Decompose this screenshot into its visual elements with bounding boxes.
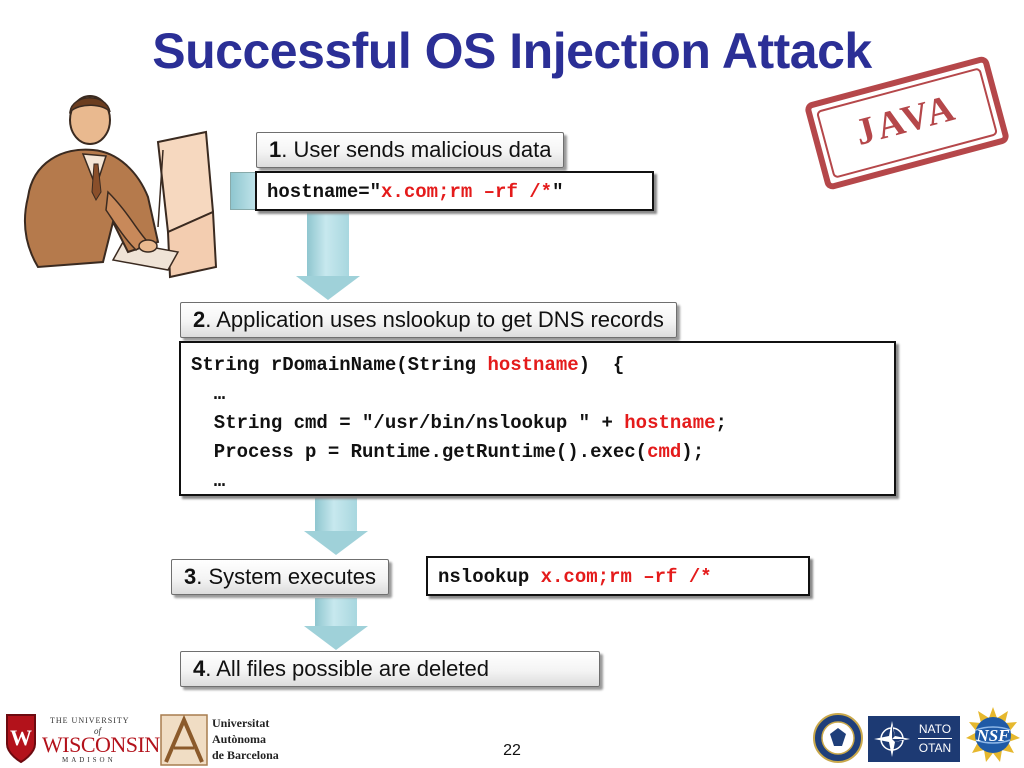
uab-line-3: de Barcelona — [212, 748, 279, 762]
nato-divider — [918, 738, 952, 739]
uw-logo-bottom-text: MADISON — [62, 756, 116, 764]
nato-compass-icon — [874, 721, 910, 757]
uab-emblem-icon — [160, 714, 208, 766]
step-3-label: 3. System executes — [171, 559, 389, 595]
step-4-number: 4 — [193, 656, 206, 681]
step-1-label: 1. User sends malicious data — [256, 132, 565, 168]
uab-line-2: Autònoma — [212, 732, 267, 746]
code-box-3: nslookup x.com;rm –rf /* — [426, 556, 810, 596]
step-4-label: 4. All files possible are deleted — [180, 651, 600, 687]
code2-line-3-a: String cmd = "/usr/bin/nslookup " + — [191, 412, 625, 434]
uab-line-1: Universitat — [212, 716, 270, 730]
code1-payload: x.com;rm –rf /* — [381, 181, 553, 203]
code2-line-1: String rDomainName(String hostname) { — [191, 351, 884, 380]
nsf-globe-icon — [966, 707, 1020, 762]
code3-payload: x.com;rm –rf /* — [540, 566, 712, 588]
step-1-number: 1 — [269, 137, 282, 162]
code2-line-1-c: ) { — [578, 354, 625, 376]
page-number: 22 — [503, 742, 521, 759]
code2-line-2: … — [191, 383, 226, 405]
nsf-logo: NSF — [964, 706, 1022, 764]
uab-logo: Universitat Autònoma de Barcelona — [160, 714, 290, 766]
svg-text:W: W — [10, 725, 32, 750]
office-worker-illustration — [24, 95, 218, 279]
code2-line-3-c: ; — [715, 412, 727, 434]
nato-logo: NATO OTAN — [868, 716, 960, 762]
step-1-text: . User sends malicious data — [281, 137, 552, 162]
step-2-number: 2 — [193, 307, 206, 332]
code-box-1: hostname="x.com;rm –rf /*" — [255, 171, 654, 211]
code2-line-5: … — [191, 470, 226, 492]
uw-logo-top-text: THE UNIVERSITY — [50, 716, 130, 725]
uw-crest-icon: W — [6, 714, 36, 764]
code1-prefix: hostname=" — [267, 181, 382, 203]
flow-arrow-2 — [304, 497, 368, 555]
code2-line-3-var: hostname — [624, 412, 716, 434]
uw-madison-logo: W THE UNIVERSITY of WISCONSIN MADISON — [4, 712, 160, 766]
code2-line-4-var: cmd — [647, 441, 682, 463]
step-3-text: . System executes — [196, 564, 376, 589]
code-box-2: String rDomainName(String hostname) { … … — [179, 341, 896, 496]
code2-line-3: String cmd = "/usr/bin/nslookup " + host… — [191, 409, 884, 438]
code2-line-4-c: ); — [681, 441, 705, 463]
step-4-text: . All files possible are deleted — [205, 656, 489, 681]
flow-arrow-3 — [304, 598, 368, 650]
code3-cmd: nslookup — [438, 566, 541, 588]
code2-line-4: Process p = Runtime.getRuntime().exec(cm… — [191, 438, 884, 467]
code2-line-1-param: hostname — [487, 354, 579, 376]
code2-line-4-a: Process p = Runtime.getRuntime().exec( — [191, 441, 648, 463]
slide-title: Successful OS Injection Attack — [152, 23, 872, 79]
code1-suffix: " — [552, 181, 564, 203]
step-2-text: . Application uses nslookup to get DNS r… — [205, 307, 664, 332]
step-2-label: 2. Application uses nslookup to get DNS … — [180, 302, 677, 338]
nsf-text: NSF — [976, 726, 1010, 745]
dhs-seal-icon — [813, 713, 863, 763]
otan-text: OTAN — [918, 741, 952, 755]
step-3-number: 3 — [184, 564, 197, 589]
nato-text: NATO — [918, 722, 952, 736]
code2-line-1-a: String rDomainName(String — [191, 354, 488, 376]
uw-logo-of-text: of — [94, 726, 102, 736]
uw-logo-name: WISCONSIN — [42, 732, 160, 757]
